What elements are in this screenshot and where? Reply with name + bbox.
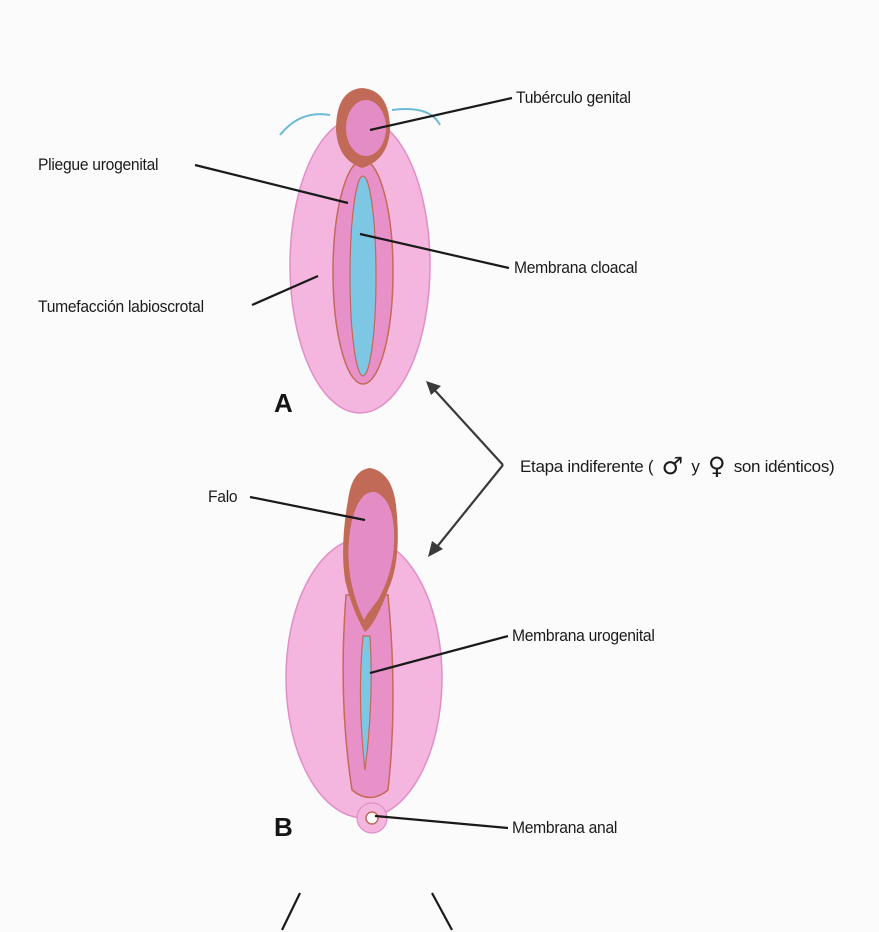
etapa-suffix: son idénticos) bbox=[734, 457, 835, 476]
female-symbol-icon: ♀ bbox=[704, 452, 729, 480]
label-membrana-urogenital: Membrana urogenital bbox=[512, 626, 655, 646]
label-membrana-anal: Membrana anal bbox=[512, 818, 617, 838]
etapa-conjunction: y bbox=[691, 457, 699, 476]
panel-letter-b: B bbox=[274, 812, 293, 843]
panel-a-illustration bbox=[280, 88, 440, 413]
etapa-arrows bbox=[430, 385, 503, 553]
arrow-down-line bbox=[432, 465, 503, 553]
panel-letter-a: A bbox=[274, 388, 293, 419]
leader-bottom-right bbox=[432, 893, 452, 930]
label-tumefaccion-labioscrotal: Tumefacción labioscrotal bbox=[38, 297, 204, 317]
etapa-prefix: Etapa indiferente ( bbox=[520, 457, 653, 476]
label-falo: Falo bbox=[208, 487, 237, 507]
male-symbol-icon: ♂ bbox=[658, 452, 687, 480]
leader-tuberculo bbox=[370, 98, 512, 130]
label-tuberculo-genital: Tubérculo genital bbox=[516, 88, 631, 108]
leader-membrana-anal bbox=[375, 816, 508, 828]
arrow-up-line bbox=[430, 385, 503, 465]
cloacal-membrane-a bbox=[350, 176, 376, 376]
label-membrana-cloacal: Membrana cloacal bbox=[514, 258, 637, 278]
leader-bottom-left bbox=[282, 893, 300, 930]
label-pliegue-urogenital: Pliegue urogenital bbox=[38, 155, 158, 175]
anal-membrane-b bbox=[366, 812, 378, 824]
arrow-up-head bbox=[426, 381, 441, 395]
curl-left bbox=[280, 114, 330, 135]
panel-b-illustration bbox=[286, 468, 442, 833]
label-etapa-indiferente: Etapa indiferente ( ♂ y ♀ son idénticos) bbox=[520, 452, 834, 480]
